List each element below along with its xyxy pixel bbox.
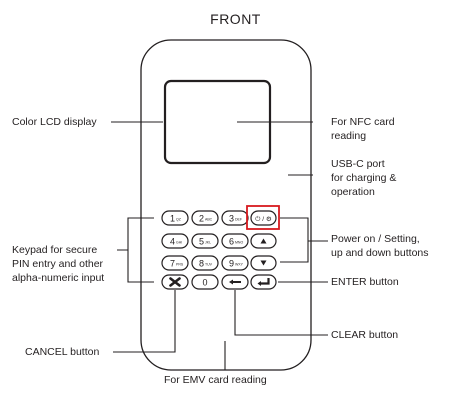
power-label-line-1: Power on / Setting, [331,233,420,245]
enter-arrow-icon [260,278,270,285]
usbc-label-line-3: operation [331,186,375,198]
svg-text:QZ: QZ [176,218,182,222]
nfc-label-line-2: reading [331,130,367,142]
key-5[interactable]: 5 JKL [191,233,219,249]
power-label-line-2: up and down buttons [331,247,429,259]
key-3[interactable]: 3 DEF [221,210,249,226]
clear-key[interactable] [221,274,249,290]
down-arrow-icon [260,260,267,266]
key-9[interactable]: 9 WXY [221,255,249,271]
svg-text:4: 4 [170,237,175,247]
svg-text:8: 8 [199,259,204,269]
usbc-label-line-1: USB-C port [331,158,385,170]
key-0[interactable]: 0 [191,274,219,290]
keypad-label-line-2: PIN entry and other [12,258,104,270]
key-2[interactable]: 2 ABC [191,210,219,226]
enter-key[interactable] [250,274,277,290]
cancel-label: CANCEL button [25,346,100,358]
svg-text:MNO: MNO [235,241,243,245]
keypad-bracket-line [117,217,154,283]
cancel-leader-line [113,290,176,353]
svg-text:PRS: PRS [176,263,184,267]
key-7[interactable]: 7 PRS [161,255,189,271]
svg-text:3: 3 [229,214,234,224]
svg-text:0: 0 [202,278,207,288]
svg-text:5: 5 [199,237,204,247]
up-arrow-icon [260,238,267,244]
up-key[interactable] [250,233,277,249]
svg-text:⏻ / ⚙: ⏻ / ⚙ [255,216,272,223]
backspace-icon [229,279,241,285]
key-8[interactable]: 8 TUV [191,255,219,271]
lcd-label: Color LCD display [12,116,97,128]
key-4[interactable]: 4 GHI [161,233,189,249]
nfc-label-line-1: For NFC card [331,116,395,128]
clear-leader-line [234,290,328,336]
power-settings-key[interactable]: ⏻ / ⚙ [250,210,277,226]
cancel-x-icon [169,277,181,287]
down-key[interactable] [250,255,277,271]
svg-text:6: 6 [229,237,234,247]
svg-text:TUV: TUV [205,263,213,267]
key-1[interactable]: 1 QZ [161,210,189,226]
emv-label: For EMV card reading [164,374,267,386]
key-6[interactable]: 6 MNO [221,233,249,249]
keypad-label-line-1: Keypad for secure [12,244,98,256]
svg-text:ABC: ABC [205,218,213,222]
power-bracket-line [280,217,328,263]
usbc-label-line-2: for charging & [331,172,397,184]
svg-text:GHI: GHI [176,241,182,245]
svg-text:DEF: DEF [235,218,242,222]
svg-text:9: 9 [229,259,234,269]
cancel-key[interactable] [161,274,189,290]
power-key-highlight [246,205,280,230]
svg-text:JKL: JKL [205,241,211,245]
svg-text:2: 2 [199,214,204,224]
diagram-title: FRONT [210,11,261,27]
svg-text:7: 7 [170,259,175,269]
svg-text:WXY: WXY [235,263,244,267]
keypad-label-line-3: alpha-numeric input [12,272,105,284]
svg-text:1: 1 [170,214,175,224]
enter-label: ENTER button [331,276,399,288]
clear-label: CLEAR button [331,329,399,341]
